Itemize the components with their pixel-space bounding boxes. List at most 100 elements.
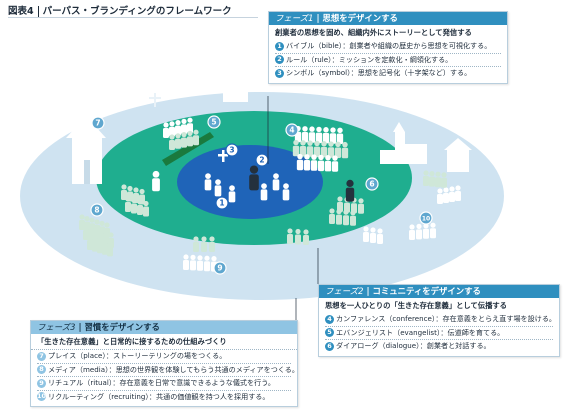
church-building-left bbox=[66, 116, 106, 184]
marker-badge: 6 bbox=[325, 341, 334, 351]
marker-badge: 4 bbox=[325, 314, 334, 324]
person-figure bbox=[443, 187, 449, 203]
person-figure bbox=[329, 127, 337, 144]
person-figure bbox=[92, 236, 98, 252]
person-figure bbox=[260, 183, 268, 201]
person-figure bbox=[295, 228, 301, 245]
phase2-item-text: エバンジェリスト（evangelist）：伝道師を育てる。 bbox=[336, 327, 505, 337]
step-marker: 2 bbox=[255, 153, 269, 167]
person-figure bbox=[183, 254, 189, 270]
person-figure bbox=[87, 234, 93, 250]
step-marker: 3 bbox=[225, 143, 239, 157]
phase3-item-text: プレイス（place）：ストーリーテリングの場をつくる。 bbox=[48, 351, 227, 360]
step-marker: 1 bbox=[215, 196, 229, 210]
person-figure bbox=[143, 200, 149, 217]
person-figure bbox=[430, 222, 436, 239]
person-figure bbox=[97, 237, 103, 254]
step-marker: 10 bbox=[419, 211, 433, 225]
person-figure bbox=[350, 210, 356, 226]
step-marker: 6 bbox=[365, 177, 379, 191]
step-marker-label: 9 bbox=[217, 264, 222, 273]
step-marker-label: 10 bbox=[422, 216, 430, 223]
person-figure bbox=[152, 170, 160, 192]
marker-badge: 5 bbox=[325, 328, 334, 337]
person-figure bbox=[343, 209, 349, 226]
phase3-title: 習慣をデザインする bbox=[84, 322, 160, 332]
marker-badge: 3 bbox=[275, 68, 284, 78]
phase3-prefix: フェーズ bbox=[37, 322, 71, 332]
person-figure bbox=[423, 223, 429, 239]
person-figure bbox=[296, 153, 304, 171]
person-figure bbox=[363, 226, 369, 242]
person-figure bbox=[327, 141, 335, 158]
step-marker-label: 2 bbox=[259, 156, 264, 165]
figure-title-text: パーパス・ブランディングのフレームワーク bbox=[42, 6, 232, 17]
marker-badge: 8 bbox=[37, 365, 46, 374]
person-figure bbox=[334, 141, 342, 158]
person-figure bbox=[370, 227, 376, 243]
phase2-title: コミュニティをデザインする bbox=[372, 286, 481, 296]
person-figure bbox=[416, 223, 422, 240]
step-marker-label: 7 bbox=[95, 119, 100, 128]
person-figure bbox=[272, 173, 280, 191]
person-figure bbox=[317, 154, 325, 172]
house-building-right bbox=[444, 138, 472, 172]
phase1-title: 思想をデザインする bbox=[322, 13, 398, 23]
person-figure bbox=[358, 198, 364, 214]
phase1-callout: フェーズ1|思想をデザインする 創業者の思想を固め、組織内外にストーリーとして発… bbox=[268, 11, 508, 84]
phase1-item-text: ルール（rule）：ミッションを定款化・綱領化する。 bbox=[286, 54, 453, 64]
person-figure bbox=[163, 122, 169, 138]
person-figure bbox=[169, 134, 175, 150]
marker-badge: 9 bbox=[37, 378, 46, 388]
person-figure bbox=[322, 127, 330, 144]
person-figure bbox=[137, 199, 143, 215]
person-figure bbox=[324, 155, 332, 172]
person-figure bbox=[409, 224, 415, 240]
person-figure bbox=[429, 171, 435, 187]
phase3-number: 3 bbox=[70, 322, 76, 332]
person-figure bbox=[455, 185, 461, 201]
marker-badge: 10 bbox=[37, 392, 47, 401]
phase2-item-text: カンファレンス（conference）：存在意義をとらえ直す場を設ける。 bbox=[336, 314, 557, 323]
person-figure bbox=[287, 228, 293, 244]
person-figure bbox=[175, 120, 181, 136]
step-marker-label: 6 bbox=[369, 180, 374, 189]
person-figure bbox=[310, 154, 318, 171]
step-marker: 7 bbox=[91, 116, 105, 130]
phase3-callout: フェーズ3|習慣をデザインする 「生きた存在意義」と日常的に接するための仕組みづ… bbox=[30, 320, 299, 407]
person-figure bbox=[437, 188, 443, 204]
person-figure bbox=[435, 171, 441, 188]
step-marker-label: 3 bbox=[229, 146, 234, 155]
person-figure bbox=[315, 126, 323, 144]
person-figure bbox=[303, 154, 311, 171]
person-figure bbox=[299, 140, 307, 157]
person-figure bbox=[181, 118, 187, 135]
person-figure bbox=[441, 172, 447, 188]
person-figure bbox=[190, 254, 196, 271]
step-marker-label: 1 bbox=[219, 199, 224, 208]
person-figure bbox=[377, 228, 383, 244]
phase1-header: フェーズ1|思想をデザインする bbox=[269, 12, 507, 25]
phase1-item-text: バイブル（bible）：創業者や組織の歴史から思想を可視化する。 bbox=[286, 41, 492, 50]
church-building-right bbox=[380, 122, 427, 164]
phase2-number: 2 bbox=[358, 286, 364, 296]
person-figure bbox=[282, 183, 290, 201]
person-figure bbox=[121, 184, 127, 200]
person-figure bbox=[313, 140, 321, 158]
person-figure bbox=[345, 179, 355, 202]
title-rule bbox=[8, 17, 258, 18]
phase2-callout: フェーズ2|コミュニティをデザインする 思想を一人ひとりの「生きた存在意義」とし… bbox=[318, 284, 560, 357]
phase1-lead: 創業者の思想を固め、組織内外にストーリーとして発信する bbox=[275, 28, 472, 37]
marker-badge: 2 bbox=[275, 55, 284, 64]
person-figure bbox=[204, 255, 210, 272]
person-figure bbox=[214, 179, 222, 197]
phase3-item-text: リクルーティング（recruiting）：共通の価値観を持つ人を採用する。 bbox=[48, 391, 270, 401]
step-marker: 4 bbox=[285, 123, 299, 137]
